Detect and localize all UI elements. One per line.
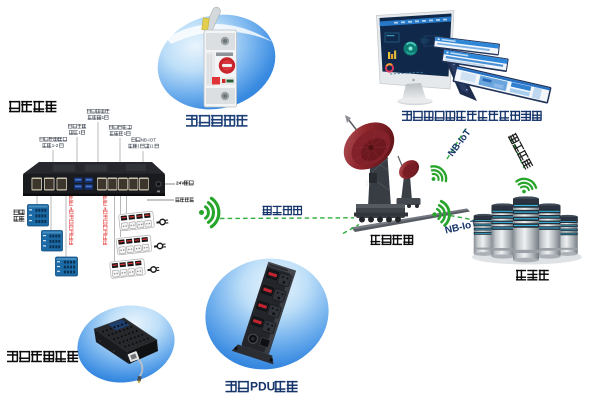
svg-text:1-2: 1-2 [52,143,59,148]
svg-text:PDU: PDU [250,380,275,394]
svg-text:NB-IOT: NB-IOT [141,137,157,142]
svg-text:1: 1 [365,181,369,188]
svg-text:3: 3 [70,206,73,211]
svg-text:)1: )1 [150,144,154,149]
svg-text:3: 3 [104,206,107,211]
svg-text:24V: 24V [176,181,185,187]
